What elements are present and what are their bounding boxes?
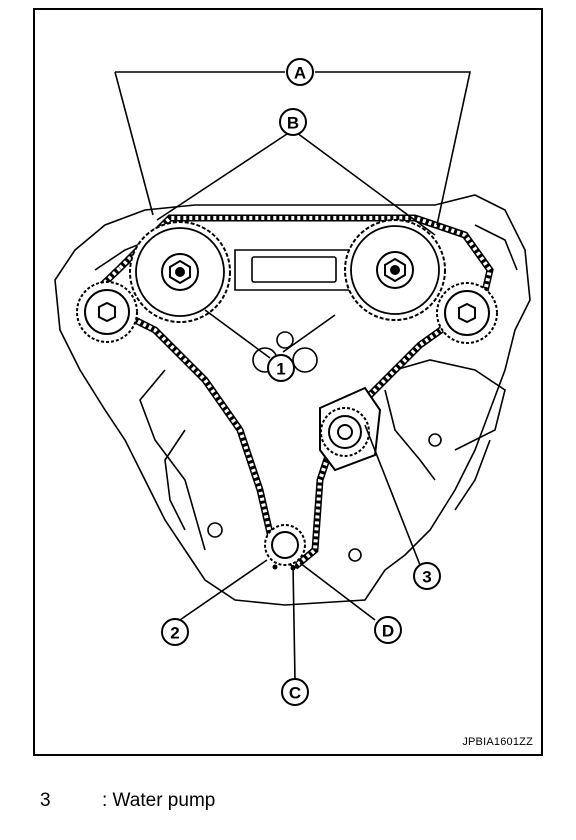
callout-b: B [279, 108, 307, 136]
legend: 3 : Water pump [40, 790, 215, 812]
callout-2-label: 2 [170, 624, 179, 643]
callout-2: 2 [161, 618, 189, 646]
figure-id: JPBIA1601ZZ [462, 736, 533, 748]
callout-c-label: C [289, 684, 301, 703]
diagram-frame: A B 1 3 2 D C JPBIA1601ZZ [33, 8, 543, 756]
crankshaft-sprocket [264, 524, 306, 571]
callout-1: 1 [267, 354, 295, 382]
leader-lines [114, 71, 471, 681]
left-camshaft-sprocket [129, 221, 231, 323]
callout-3: 3 [413, 562, 441, 590]
callout-b-label: B [287, 114, 299, 133]
callout-1-label: 1 [276, 360, 285, 379]
callout-d: D [374, 616, 402, 644]
left-exhaust-sprocket [76, 281, 138, 343]
timing-chain-diagram: A B 1 3 2 D C [54, 58, 531, 706]
right-camshaft-sprocket [344, 219, 446, 321]
legend-item: 3 : Water pump [40, 790, 215, 812]
callout-3-label: 3 [422, 568, 431, 587]
water-pump-sprocket [319, 386, 382, 472]
callout-a-label: A [294, 64, 306, 83]
legend-item-number: 3 [40, 790, 51, 811]
right-exhaust-sprocket [436, 282, 498, 344]
timing-chain [92, 214, 494, 570]
callout-c: C [281, 678, 309, 706]
callout-a: A [286, 58, 314, 86]
callout-d-label: D [382, 622, 394, 641]
legend-item-text: : Water pump [102, 790, 216, 811]
